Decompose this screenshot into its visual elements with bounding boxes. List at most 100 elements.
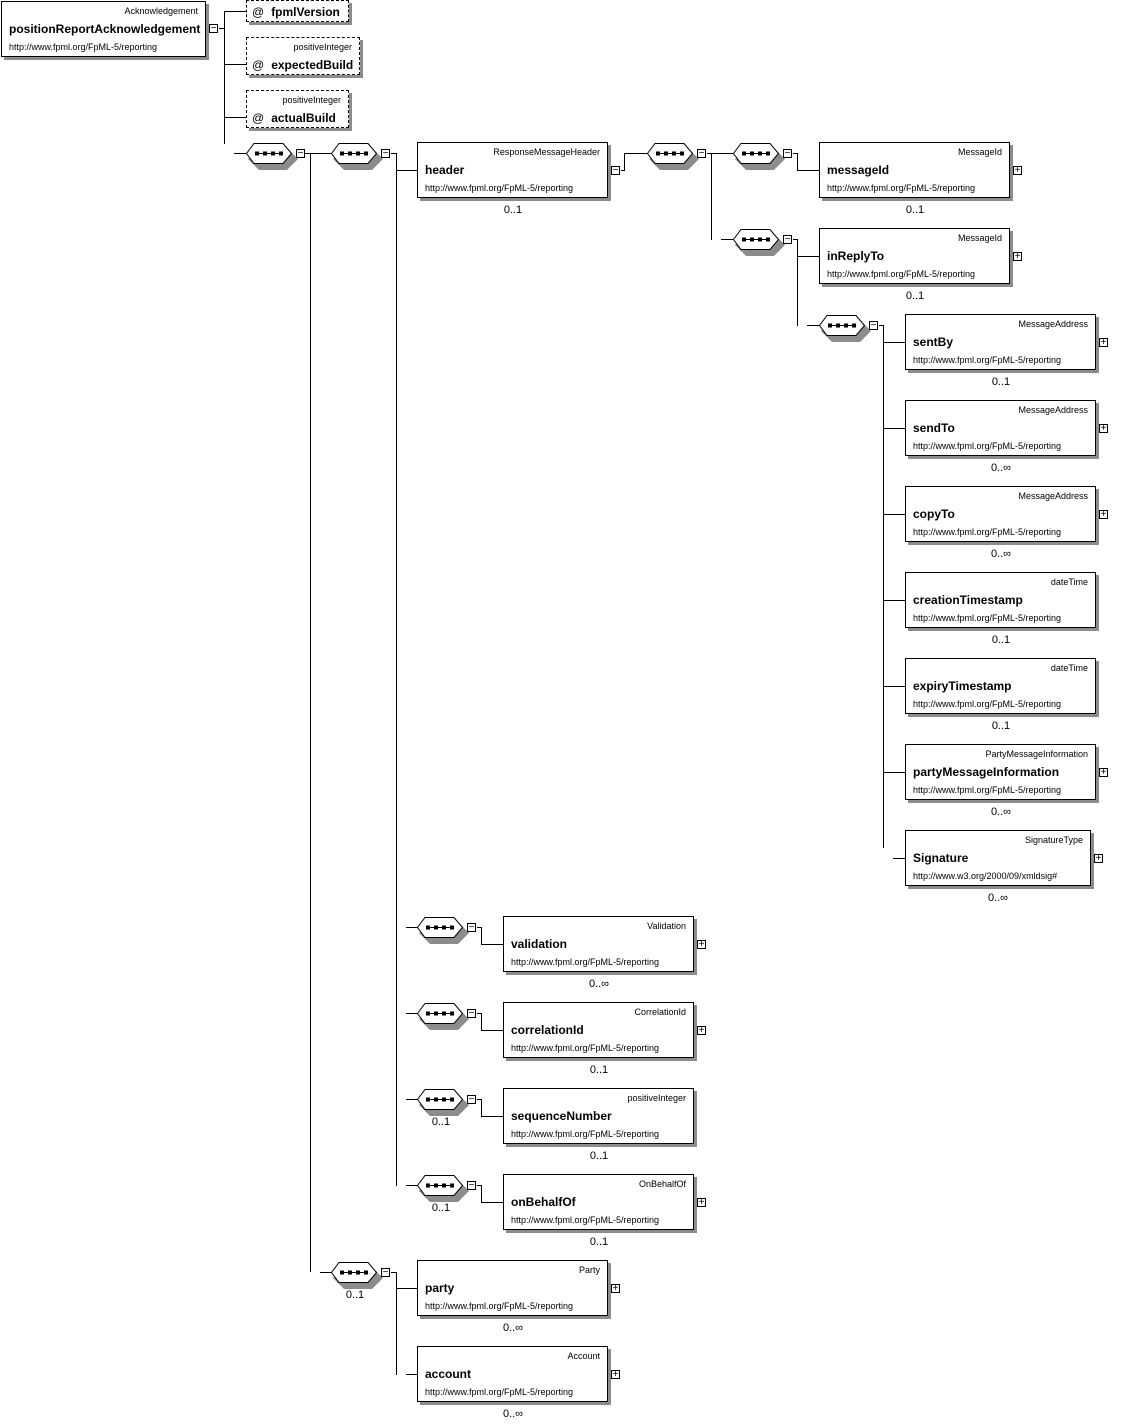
collapse-icon[interactable]: − — [783, 148, 792, 159]
expand-icon[interactable]: + — [1013, 165, 1022, 176]
connector — [883, 325, 884, 848]
element-type: ResponseMessageHeader — [493, 147, 600, 157]
sequence-dot — [364, 151, 368, 156]
connector — [481, 1185, 482, 1203]
sequence-dot — [450, 1097, 454, 1102]
element-signature: SignatureType Signature http://www.w3.or… — [905, 830, 1091, 886]
sequence-compositor — [818, 315, 871, 342]
connector — [721, 239, 733, 240]
element-name: Signature — [913, 851, 969, 865]
expand-icon[interactable]: + — [1099, 767, 1108, 778]
expand-icon[interactable]: + — [611, 1283, 620, 1294]
sequence-icon — [416, 1175, 469, 1202]
sequence-dot — [426, 1097, 430, 1102]
sequence-dot — [426, 925, 430, 930]
collapse-icon[interactable]: − — [467, 1094, 476, 1105]
element-namespace: http://www.fpml.org/FpML-5/reporting — [425, 1387, 574, 1397]
connector — [406, 1013, 417, 1014]
connector — [391, 1272, 397, 1273]
collapse-icon[interactable]: − — [381, 1267, 390, 1278]
connector — [481, 1099, 482, 1117]
sequence-dot — [271, 151, 275, 156]
attribute-fpmlversion: @ fpmlVersion — [246, 0, 349, 22]
sequence-compositor — [416, 1003, 469, 1030]
connector — [219, 28, 225, 29]
collapse-icon[interactable]: − — [296, 148, 305, 159]
connector — [406, 1374, 417, 1375]
attribute-actualbuild: positiveInteger @actualBuild — [246, 90, 349, 128]
attribute-name: expectedBuild — [271, 58, 354, 72]
element-onbehalfof: OnBehalfOf onBehalfOf http://www.fpml.or… — [503, 1174, 694, 1230]
multiplicity-label: 0..∞ — [987, 892, 1009, 904]
attribute-name: fpmlVersion — [271, 5, 340, 19]
element-namespace: http://www.fpml.org/FpML-5/reporting — [913, 355, 1062, 365]
collapse-icon[interactable]: − — [783, 234, 792, 245]
sequence-dot — [356, 1270, 360, 1275]
element-name: partyMessageInformation — [913, 765, 1060, 779]
element-type: OnBehalfOf — [638, 1179, 686, 1189]
connector — [624, 153, 647, 154]
attribute-type: positiveInteger — [282, 95, 341, 105]
element-correlationid: CorrelationId correlationId http://www.f… — [503, 1002, 694, 1058]
sequence-compositor — [416, 1089, 469, 1116]
multiplicity-label: 0..∞ — [502, 1408, 524, 1420]
expand-icon[interactable]: + — [697, 1025, 706, 1036]
element-name: expiryTimestamp — [913, 679, 1012, 693]
collapse-icon[interactable]: − — [467, 1008, 476, 1019]
connector — [793, 239, 798, 240]
expand-icon[interactable]: + — [1013, 251, 1022, 262]
sequence-compositor — [416, 917, 469, 944]
element-header: ResponseMessageHeader header http://www.… — [417, 142, 608, 198]
connector — [707, 153, 733, 154]
collapse-icon[interactable]: − — [611, 165, 620, 176]
collapse-icon[interactable]: − — [467, 922, 476, 933]
expand-icon[interactable]: + — [611, 1369, 620, 1380]
element-namespace: http://www.fpml.org/FpML-5/reporting — [913, 527, 1062, 537]
multiplicity-label: 0..1 — [345, 1289, 365, 1301]
expand-icon[interactable]: + — [1099, 337, 1108, 348]
connector — [883, 428, 905, 429]
sequence-icon — [245, 143, 298, 170]
connector — [879, 325, 884, 326]
multiplicity-label: 0..1 — [991, 634, 1011, 646]
attribute-icon: @ — [252, 5, 265, 19]
collapse-icon[interactable]: − — [467, 1180, 476, 1191]
element-name: inReplyTo — [827, 249, 885, 263]
sequence-dot — [836, 323, 840, 328]
connector — [305, 153, 331, 154]
element-name: onBehalfOf — [511, 1195, 576, 1209]
connector — [234, 153, 246, 154]
connector — [883, 514, 905, 515]
connector — [406, 1099, 417, 1100]
multiplicity-label: 0..1 — [905, 290, 925, 302]
expand-icon[interactable]: + — [697, 1197, 706, 1208]
collapse-icon[interactable]: − — [381, 148, 390, 159]
element-inreplyto: MessageId inReplyTo http://www.fpml.org/… — [819, 228, 1010, 284]
connector — [477, 1013, 482, 1014]
connector — [477, 927, 482, 928]
multiplicity-label: 0..∞ — [990, 548, 1012, 560]
expand-icon[interactable]: + — [1099, 509, 1108, 520]
collapse-icon[interactable]: − — [209, 23, 218, 34]
element-account: Account account http://www.fpml.org/FpML… — [417, 1346, 608, 1402]
connector — [624, 153, 625, 171]
collapse-icon[interactable]: − — [697, 148, 706, 159]
sequence-dot — [442, 925, 446, 930]
element-name: sendTo — [913, 421, 955, 435]
collapse-icon[interactable]: − — [869, 320, 878, 331]
expand-icon[interactable]: + — [1094, 853, 1103, 864]
element-expirytimestamp: dateTime expiryTimestamp http://www.fpml… — [905, 658, 1096, 714]
element-name: sentBy — [913, 335, 954, 349]
sequence-dot — [742, 151, 746, 156]
sequence-dot — [442, 1011, 446, 1016]
sequence-dot — [758, 151, 762, 156]
element-copyto: MessageAddress copyTo http://www.fpml.or… — [905, 486, 1096, 542]
sequence-dot — [442, 1183, 446, 1188]
connector — [621, 170, 625, 171]
element-namespace: http://www.fpml.org/FpML-5/reporting — [511, 957, 660, 967]
expand-icon[interactable]: + — [1099, 423, 1108, 434]
expand-icon[interactable]: + — [697, 939, 706, 950]
element-name: correlationId — [511, 1023, 584, 1037]
sequence-icon — [732, 143, 785, 170]
multiplicity-label: 0..1 — [503, 204, 523, 216]
